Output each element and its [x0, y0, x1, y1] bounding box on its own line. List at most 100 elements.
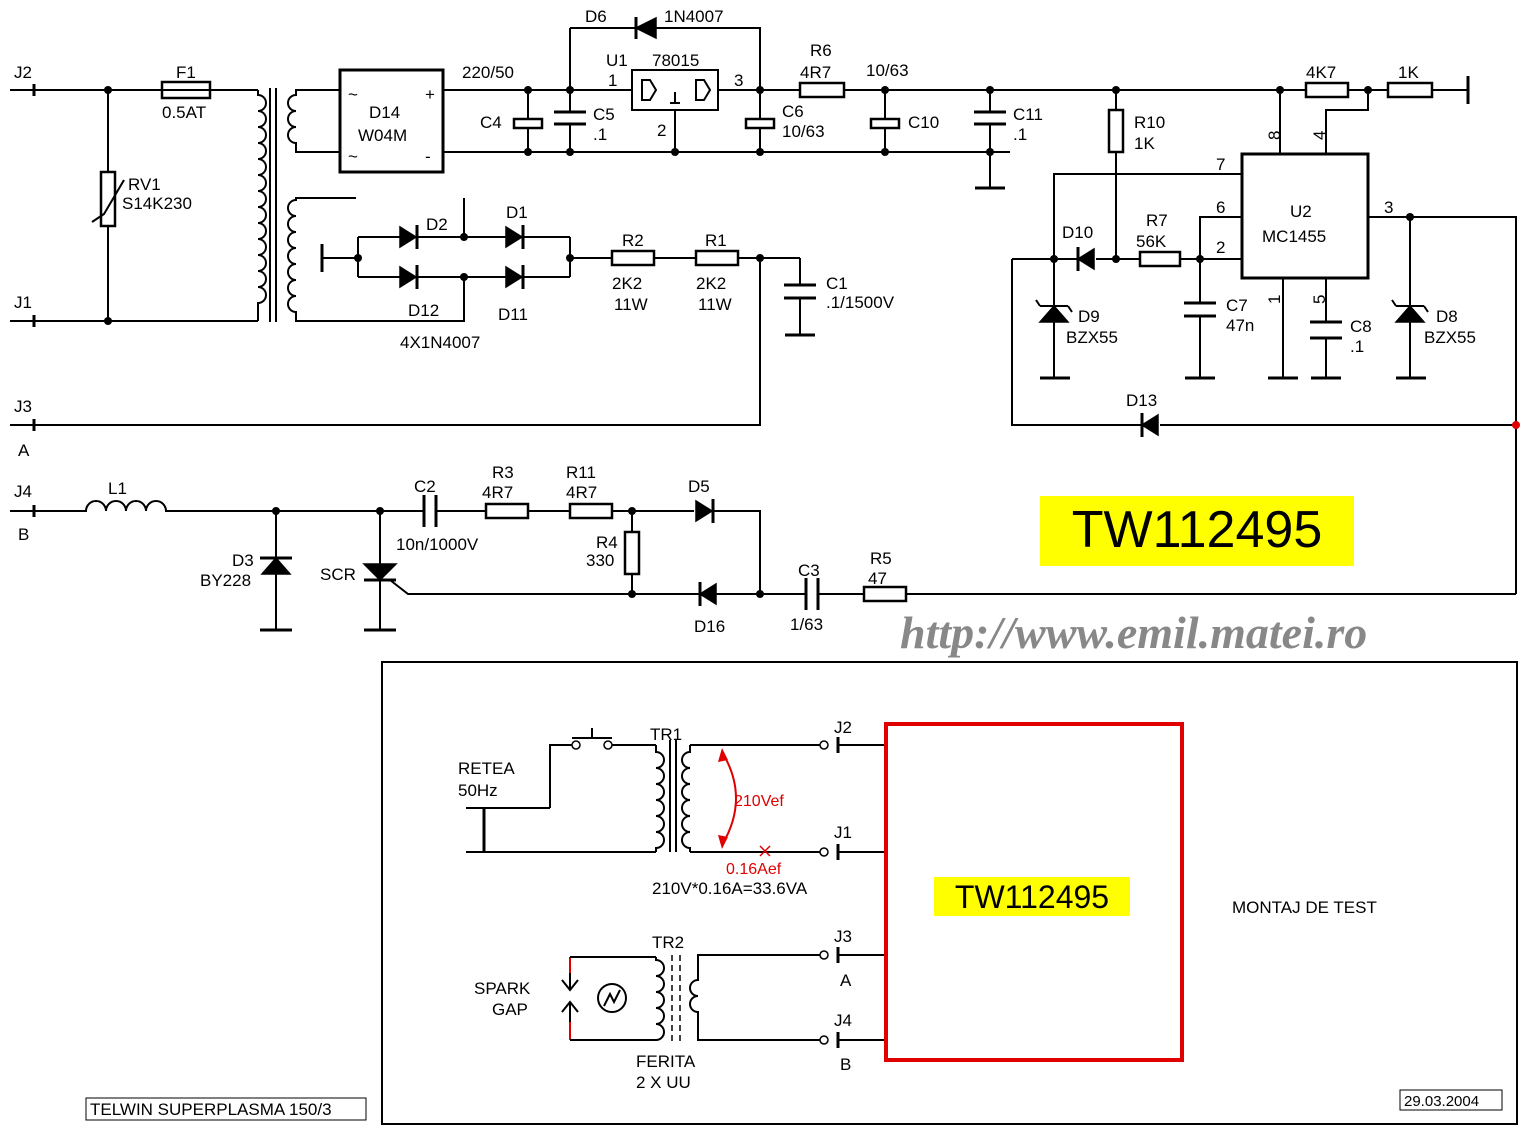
- b-label: B: [18, 525, 29, 544]
- ac-note: 220/50: [462, 63, 514, 82]
- svg-text:2: 2: [1216, 238, 1225, 257]
- bridge-d1-d12: D2 D1 D12 D11 4X1N4007: [320, 198, 612, 352]
- caps-c10-c11: 10/63 C10 C11 .1: [866, 61, 1043, 190]
- d1-label: D1: [506, 203, 528, 222]
- tr1-label: TR1: [650, 725, 682, 744]
- d14-label: D14: [369, 103, 400, 122]
- d5-label: D5: [688, 477, 710, 496]
- c1-label: C1: [826, 274, 848, 293]
- j2-label: J2: [14, 63, 32, 82]
- r4-value: 330: [586, 551, 614, 570]
- f1-value: 0.5AT: [162, 103, 206, 122]
- c11-label: C11: [1013, 105, 1043, 124]
- title-block-text: TELWIN SUPERPLASMA 150/3: [90, 1100, 332, 1119]
- voltage-label: 210Vef: [734, 793, 784, 810]
- resistor-r10: R10 1K: [1107, 86, 1165, 263]
- resistors-4k7-1k: 4K7 1K: [1276, 63, 1470, 154]
- d16-label: D16: [694, 617, 725, 636]
- rv1-value: S14K230: [122, 194, 192, 213]
- l1-label: L1: [108, 479, 127, 498]
- c8-value: .1: [1350, 337, 1364, 356]
- timer-u2: U2 MC1455 8 4 7 6 2 3 1 5 C8 .1: [1050, 131, 1393, 380]
- d11-label: D11: [498, 305, 528, 324]
- svg-text:1: 1: [608, 71, 617, 90]
- d8-value: BZX55: [1424, 328, 1476, 347]
- bridge-value: 4X1N4007: [400, 333, 480, 352]
- svg-text:+: +: [425, 85, 435, 104]
- r11-label: R11: [566, 463, 596, 482]
- fuse-f1: F1 0.5AT: [34, 63, 258, 122]
- r4-label: R4: [596, 533, 618, 552]
- r-1k-value: 1K: [1398, 63, 1419, 82]
- r7-value: 56K: [1136, 232, 1167, 251]
- c5-value: .1: [593, 125, 607, 144]
- diode-d13: D13: [1011, 259, 1520, 437]
- j4-label: J4: [14, 482, 32, 501]
- test-connectors-j1-j2: J2 J1: [819, 718, 886, 860]
- svg-text:5: 5: [1310, 295, 1329, 304]
- spark-label-2: GAP: [492, 1000, 528, 1019]
- c3-value: 1/63: [790, 615, 823, 634]
- d8-label: D8: [1436, 307, 1458, 326]
- d6-value: 1N4007: [664, 7, 724, 26]
- d2-label: D2: [426, 215, 448, 234]
- c10-top-value: 10/63: [866, 61, 909, 80]
- r10-label: R10: [1134, 113, 1165, 132]
- cap-c6: C6 10/63: [744, 86, 825, 156]
- u1-value: 78015: [652, 51, 699, 70]
- d9-label: D9: [1078, 307, 1100, 326]
- c3-r5: C3 1/63 R5 47: [760, 549, 1516, 634]
- resistor-r6: R6 4R7: [798, 41, 1280, 99]
- c6-label: C6: [782, 102, 804, 121]
- retea-hz: 50Hz: [458, 781, 498, 800]
- r-4k7-value: 4K7: [1306, 63, 1336, 82]
- r2-value: 2K2: [612, 274, 642, 293]
- svg-text:-: -: [425, 147, 431, 166]
- power-label: 210V*0.16A=33.6VA: [652, 879, 808, 898]
- u1-label: U1: [606, 51, 628, 70]
- c3-label: C3: [798, 561, 820, 580]
- c4-label: C4: [480, 113, 502, 132]
- test-b-label: B: [840, 1055, 851, 1074]
- bridge-d14: ~ ~ + - D14 W04M 220/50: [338, 63, 1010, 174]
- r1-power: 11W: [698, 295, 732, 314]
- scr-label: SCR: [320, 565, 356, 584]
- svg-text:~: ~: [348, 147, 358, 166]
- current-label: 0.16Aef: [726, 861, 782, 878]
- r2-power: 11W: [614, 295, 648, 314]
- d10-label: D10: [1062, 223, 1093, 242]
- test-setup-frame: [381, 661, 1518, 1125]
- d10-r7-c7: D10 R7 56K C7 47n: [1012, 211, 1254, 380]
- d6-label: D6: [585, 7, 607, 26]
- r3-label: R3: [492, 463, 514, 482]
- d3-value: BY228: [200, 571, 251, 590]
- input-connectors: J2 J1 J3 A J4 B: [10, 63, 36, 544]
- date-block: 29.03.2004: [1399, 1089, 1503, 1111]
- test-j4-label: J4: [834, 1011, 852, 1030]
- d9-value: BZX55: [1066, 328, 1118, 347]
- spark-label-1: SPARK: [474, 979, 531, 998]
- svg-text:6: 6: [1216, 198, 1225, 217]
- resistors-r1-r2-c1: R2 2K2 11W R1 2K2 11W C1 .1/1500V: [34, 231, 895, 426]
- r7-label: R7: [1146, 211, 1168, 230]
- svg-text:3: 3: [734, 71, 743, 90]
- test-connectors-j3-j4: J3 A J4 B: [819, 927, 886, 1074]
- svg-text:~: ~: [348, 85, 358, 104]
- c6-value: 10/63: [782, 122, 825, 141]
- r11-value: 4R7: [566, 483, 597, 502]
- c1-value: .1/1500V: [826, 293, 895, 312]
- svg-text:8: 8: [1265, 131, 1284, 140]
- series-c2-r3-r11: C2 10n/1000V R3 4R7 R11 4R7: [396, 463, 761, 594]
- svg-text:3: 3: [1384, 198, 1393, 217]
- r1-value: 2K2: [696, 274, 726, 293]
- inductor-l1-d3: L1 D3 BY228: [34, 479, 424, 632]
- test-j1-label: J1: [834, 823, 852, 842]
- a-label: A: [18, 441, 30, 460]
- tr2-label: TR2: [652, 933, 684, 952]
- r1-label: R1: [705, 231, 727, 250]
- r10-value: 1K: [1134, 134, 1155, 153]
- retea-label: RETEA: [458, 759, 515, 778]
- ferita-label-2: 2 X UU: [636, 1073, 691, 1092]
- r6-value: 4R7: [800, 63, 831, 82]
